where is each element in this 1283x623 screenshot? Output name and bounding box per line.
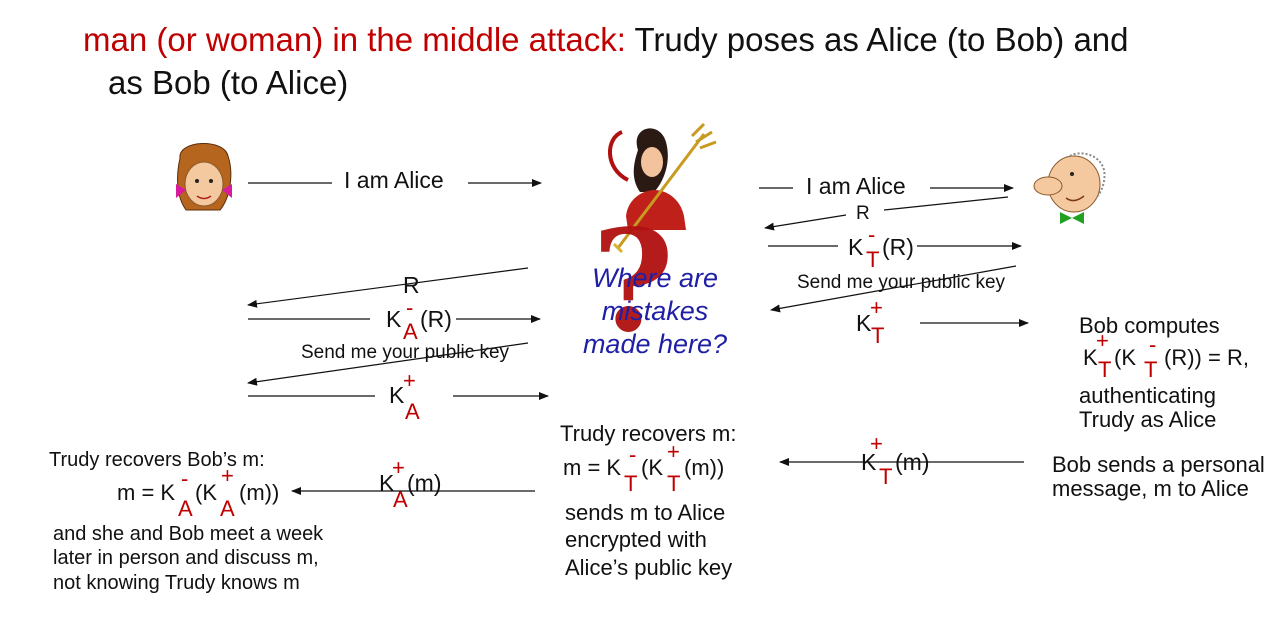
msg-bob-send-key: Send me your public key [797,272,1006,293]
key-sign: + [221,463,234,488]
bob-computes-title: Bob computes [1079,313,1220,338]
slide-title: man (or woman) in the middle attack: Tru… [83,19,1129,61]
arrow-trudy-send-key [247,342,529,386]
key-sign: - [629,442,637,467]
msg-trudy-i-am-alice: I am Alice [806,173,906,199]
key-sign: - [181,466,189,491]
key-letter: K [379,470,395,496]
title-highlight: man (or woman) in the middle attack: [83,21,626,58]
key-sign: + [870,295,883,320]
question-line3: made here? [582,329,728,359]
key-arg: (m) [895,449,930,475]
key-arg: (R) [420,306,452,332]
key-sub: A [405,399,420,424]
key-sub: A [220,496,235,521]
key-sub: T [871,323,885,348]
arrow-bob-r [764,214,847,231]
key-letter: K [389,382,405,408]
key-arg: (m) [407,470,442,496]
eq-mid: (K [195,480,217,505]
eq-part2: (R)) = R, [1164,345,1249,370]
line-bob-r-a [883,196,1009,211]
bob-sends-line2: message, m to Alice [1052,476,1249,501]
msg-bob-r: R [856,203,870,224]
key-arg: (R) [882,234,914,260]
key-sub: A [178,496,193,521]
eq-prefix: m = K [117,480,176,505]
key-sign: + [392,455,405,480]
title-line2: as Bob (to Alice) [108,64,349,101]
trudy-recovers-bob-equation: m = K - A (K + A (m)) [117,464,317,525]
key-sub: T [667,471,681,496]
trudy-recovers-line3: sends m to Alice [565,500,726,525]
bob-computes-equation: K+T (K -T (R)) = R, [1083,329,1283,386]
msg-trudy-send-key: Send me your public key [301,342,510,363]
title-rest: Trudy poses as Alice (to Bob) and [634,21,1129,58]
key-alice-private-r: K-A(R) [386,296,466,348]
key-sub: T [1098,357,1112,382]
trudy-recovers-line5: Alice’s public key [565,555,733,580]
key-sub: T [879,464,893,489]
trudy-recovers-bob-line5: not knowing Trudy knows m [53,572,300,594]
bob-sends-line1: Bob sends a personal [1052,452,1265,477]
question-mark-icon: ? [592,200,675,364]
key-sign: - [406,295,414,320]
key-letter: K [861,449,877,475]
key-sub: T [866,247,880,272]
key-letter: K [848,234,864,260]
msg-alice-i-am-alice: I am Alice [344,167,444,193]
key-alice-public-m: K+ A(m) [379,456,459,512]
trudy-recovers-bob-line3: and she and Bob meet a week [53,523,324,545]
eq-end: (m)) [239,480,280,505]
trudy-recovers-line4: encrypted with [565,527,707,552]
bob-computes-line3: authenticating [1079,383,1216,408]
question-line1: Where are [591,263,719,293]
key-sub: A [403,319,418,344]
arrow-bob-send-key [770,265,1017,313]
arrow-trudy-r [247,267,529,308]
key-sign: + [403,368,416,393]
key-letter: K [386,306,402,332]
trudy-recovers-bob-title: Trudy recovers Bob’s m: [49,449,265,471]
key-sign: + [1096,328,1109,353]
key-alice-public: K+ A [389,369,429,424]
key-trudy-public-m: K+ T(m) [861,432,941,491]
key-sign: + [870,431,883,456]
question-text: Where are mistakes made here? [555,262,755,361]
trudy-recovers-bob-line4: later in person and discuss m, [53,547,319,569]
key-trudy-public: K+ T [856,296,896,352]
key-letter: K [1083,345,1098,370]
key-sub: A [393,487,408,512]
eq-prefix: m = K [563,455,622,480]
trudy-recovers-title: Trudy recovers m: [560,421,737,446]
eq-mid: (K [641,455,663,480]
question-line2: mistakes [601,296,709,326]
bob-computes-line4: Trudy as Alice [1079,407,1217,432]
key-letter: K [856,310,872,336]
key-sign: + [667,439,680,464]
key-trudy-private-r: K-T(R) [848,223,923,276]
key-sub: T [624,471,638,496]
key-sign: - [1149,332,1157,357]
trudy-recovers-equation: m = K - T (K + T (m)) [563,440,763,500]
key-sub: T [1144,357,1158,382]
msg-trudy-r: R [403,272,420,298]
key-sign: - [868,222,876,247]
eq-end: (m)) [684,455,725,480]
eq-part1: (K [1114,345,1136,370]
